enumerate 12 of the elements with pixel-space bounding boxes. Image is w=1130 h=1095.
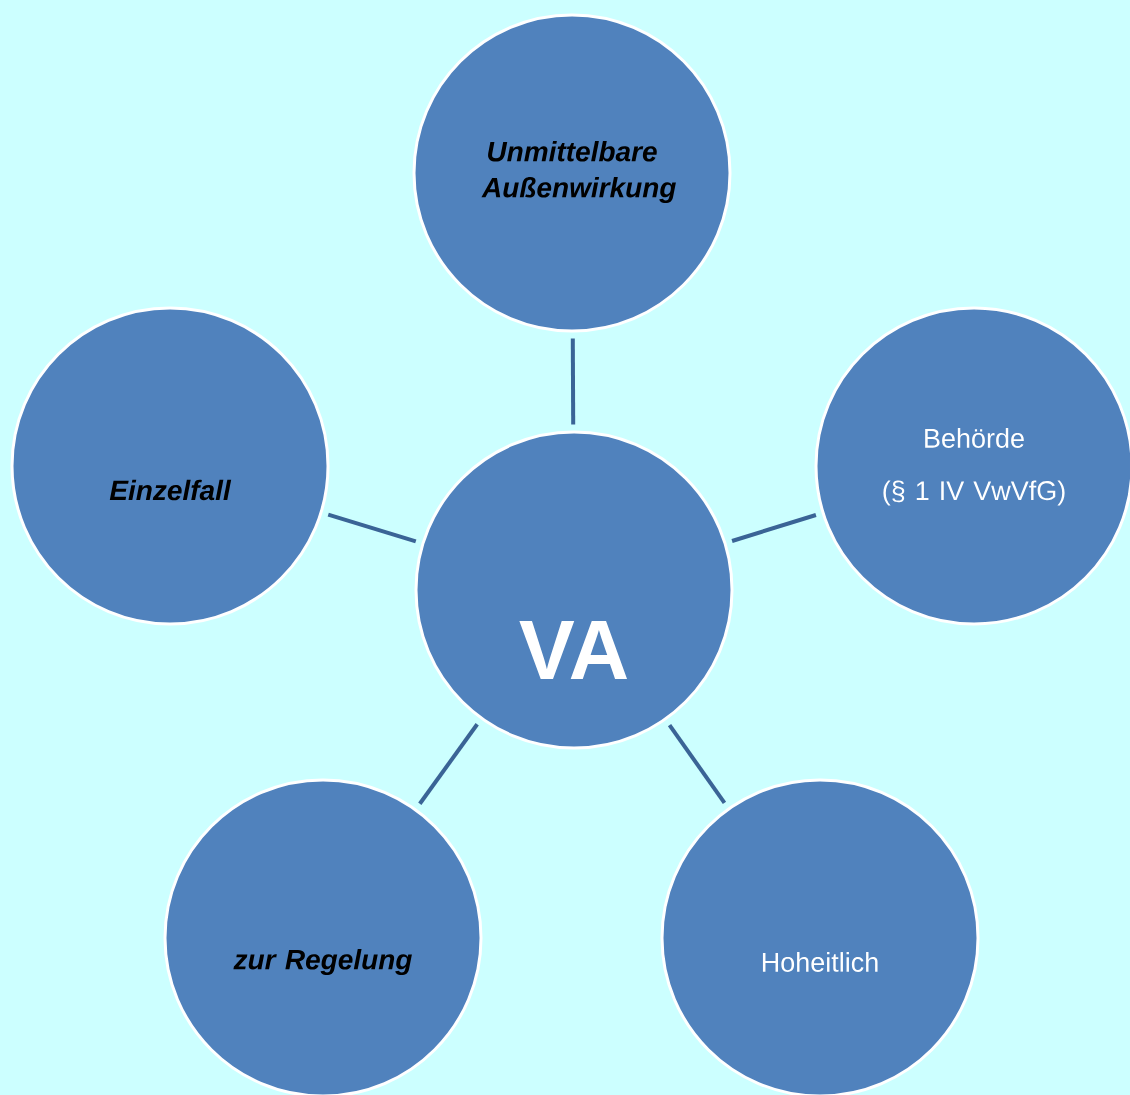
connector-line [418, 723, 479, 805]
node-label: Unmittelbare Außenwirkung [481, 140, 676, 204]
connector-line [570, 338, 576, 425]
connector-line [327, 512, 417, 544]
node-label: (§ 1 IV VwVfG) [883, 480, 1065, 506]
connector-line [667, 723, 727, 804]
node-label: Hoheitlich [762, 952, 878, 972]
node-label: Einzelfall [109, 479, 232, 501]
node-label: VA [519, 621, 628, 679]
node-label: zur Regelung [233, 948, 412, 976]
node-label: Behörde [925, 428, 1024, 448]
connector-line [731, 513, 817, 543]
